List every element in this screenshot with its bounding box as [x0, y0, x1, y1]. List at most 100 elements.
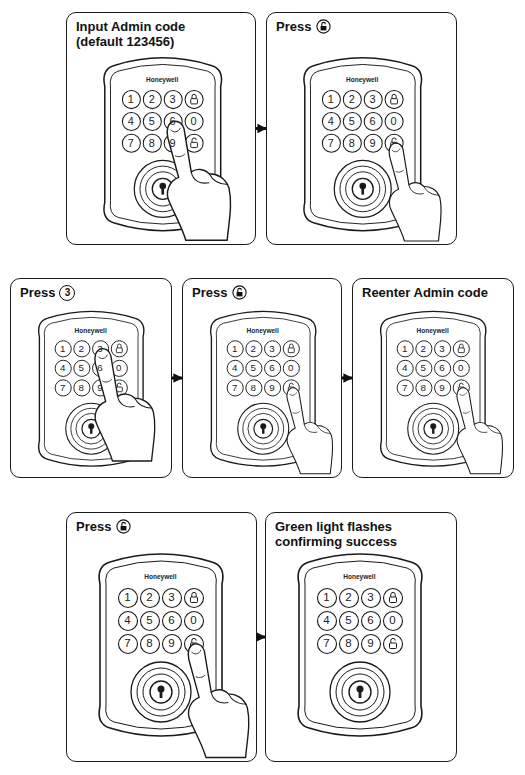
step-heading: Input Admin code (default 123456) — [76, 19, 208, 49]
key-digit: 6 — [433, 361, 451, 374]
step-instruction: Press — [76, 519, 111, 534]
key-digit: 3 — [433, 342, 451, 355]
key-symbol: 3 — [59, 285, 75, 301]
step-panel: PressHoneywell1234560789 — [66, 512, 257, 762]
key-digit: 3 — [164, 92, 182, 106]
step-panel: Green light flashes confirming successHo… — [265, 512, 457, 762]
icon-lock-body — [121, 526, 127, 530]
step-instruction: Reenter Admin code — [362, 285, 488, 300]
step-panel: PressHoneywell 123 4560 789 — [266, 12, 457, 245]
key-digit: 9 — [361, 636, 379, 651]
step-heading: Press — [192, 285, 247, 301]
key-digit: 0 — [452, 361, 470, 374]
pointing-hand — [95, 349, 155, 461]
key-digit: 8 — [140, 636, 158, 651]
key-digit: 2 — [343, 92, 361, 106]
brand-name: Honeywell — [337, 75, 387, 85]
key-digit: 0 — [185, 114, 203, 128]
brand-name: Honeywell — [66, 326, 116, 336]
key-digit: 4 — [322, 114, 340, 128]
key-digit: 7 — [396, 381, 414, 394]
key-digit: 2 — [414, 342, 432, 355]
key-digit: 5 — [414, 361, 432, 374]
icon-ring — [233, 286, 246, 299]
icon-shackle — [322, 22, 326, 26]
pointing-hand — [188, 644, 249, 758]
step-heading: Reenter Admin code — [362, 285, 488, 300]
step-heading: Press — [276, 19, 331, 35]
pointing-hand — [389, 143, 441, 241]
key-digit: 1 — [322, 92, 340, 106]
step-instruction: Green light flashes confirming success — [275, 519, 397, 549]
step-heading: Press3 — [20, 285, 75, 302]
brand-name: Honeywell — [408, 326, 458, 336]
key-digit: 4 — [396, 361, 414, 374]
key-digit: 5 — [339, 613, 357, 628]
key-digit: 9 — [164, 136, 182, 150]
key-digit: 9 — [162, 636, 180, 651]
key-digit: 2 — [72, 342, 90, 355]
key-digit: 1 — [122, 92, 140, 106]
step-panel: Input Admin code (default 123456) Honeywe… — [66, 12, 256, 245]
key-digit: 7 — [317, 636, 335, 651]
key-digit: 5 — [143, 114, 161, 128]
key-digit: 6 — [263, 361, 281, 374]
step-panel: Press3Honeywell1234560789 — [10, 278, 172, 478]
key-digit: 0 — [385, 114, 403, 128]
key-digit: 3 — [364, 92, 382, 106]
key-digit: 2 — [339, 590, 357, 605]
pointing-hand — [457, 388, 503, 474]
icon-ring — [117, 520, 130, 533]
key-digit: 2 — [244, 342, 262, 355]
icon-ring — [317, 20, 330, 33]
step-arrow — [257, 636, 265, 639]
key-digit: 9 — [433, 381, 451, 394]
key-digit: 1 — [317, 590, 335, 605]
step-arrow — [256, 127, 266, 130]
key-digit: 7 — [322, 136, 340, 150]
step-instruction: Press — [192, 285, 227, 300]
step-heading: Green light flashes confirming success — [275, 519, 407, 549]
key-digit: 0 — [184, 613, 202, 628]
key-digit: 4 — [317, 613, 335, 628]
step-panel: Reenter Admin codeHoneywell1234560789 — [352, 278, 514, 478]
brand-name: Honeywell — [334, 572, 384, 582]
key-digit: 1 — [54, 342, 72, 355]
key-digit: 4 — [54, 361, 72, 374]
key-digit: 8 — [244, 381, 262, 394]
key-digit: 9 — [263, 381, 281, 394]
key-digit: 0 — [383, 613, 401, 628]
key-digit: 8 — [339, 636, 357, 651]
icon-lock-body — [237, 292, 243, 296]
key-digit: 7 — [54, 381, 72, 394]
key-digit: 6 — [162, 613, 180, 628]
key-digit: 1 — [226, 342, 244, 355]
key-digit: 6 — [361, 613, 379, 628]
key-digit: 6 — [364, 114, 382, 128]
pointing-hand — [287, 388, 333, 474]
key-digit: 2 — [143, 92, 161, 106]
key-digit: 4 — [118, 613, 136, 628]
keypad-lock — [298, 554, 422, 736]
key-digit: 8 — [72, 381, 90, 394]
key-digit: 7 — [226, 381, 244, 394]
key-digit: 8 — [343, 136, 361, 150]
brand-name: Honeywell — [238, 326, 288, 336]
step-instruction: Press — [276, 19, 311, 34]
unlock-button-icon — [316, 19, 331, 34]
key-digit: 9 — [364, 136, 382, 150]
step-instruction: Input Admin code (default 123456) — [76, 19, 185, 49]
unlock-button-icon — [232, 285, 247, 300]
key-digit: 8 — [414, 381, 432, 394]
brand-name: Honeywell — [135, 572, 185, 582]
brand-name: Honeywell — [137, 75, 187, 85]
key-digit: 7 — [118, 636, 136, 651]
key-digit: 4 — [122, 114, 140, 128]
key-digit: 3 — [361, 590, 379, 605]
key-digit: 9 — [91, 381, 109, 394]
key-digit: 5 — [343, 114, 361, 128]
unlock-button-icon — [116, 519, 131, 534]
key-digit: 8 — [143, 136, 161, 150]
